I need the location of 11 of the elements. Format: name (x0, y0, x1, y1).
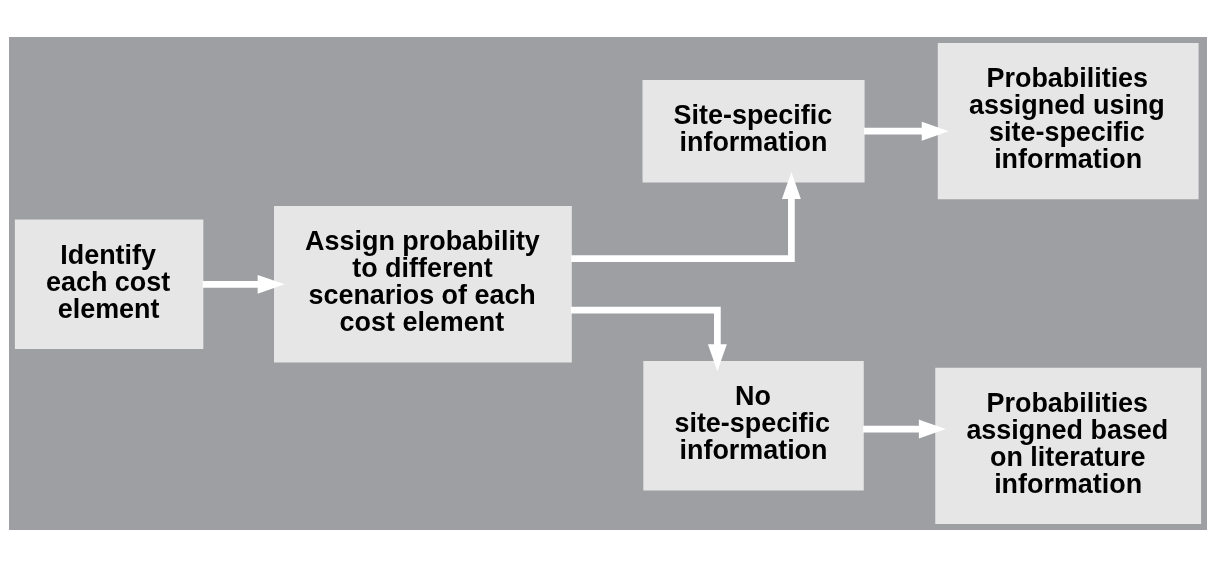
node-box: Site-specific information (642, 79, 865, 183)
arrow (202, 274, 285, 294)
arrow (863, 419, 946, 439)
arrow (571, 172, 801, 262)
node-box: No site-specific information (643, 360, 864, 491)
arrow (571, 306, 727, 372)
node-box: Probabilities assigned using site-specific information (937, 42, 1199, 200)
node-box: Probabilities assigned based on literature information (935, 367, 1202, 525)
node-box: Identify each cost element (14, 219, 204, 350)
arrow (864, 121, 949, 141)
node-box: Assign probability to different scenarios of each cost element (274, 206, 572, 363)
